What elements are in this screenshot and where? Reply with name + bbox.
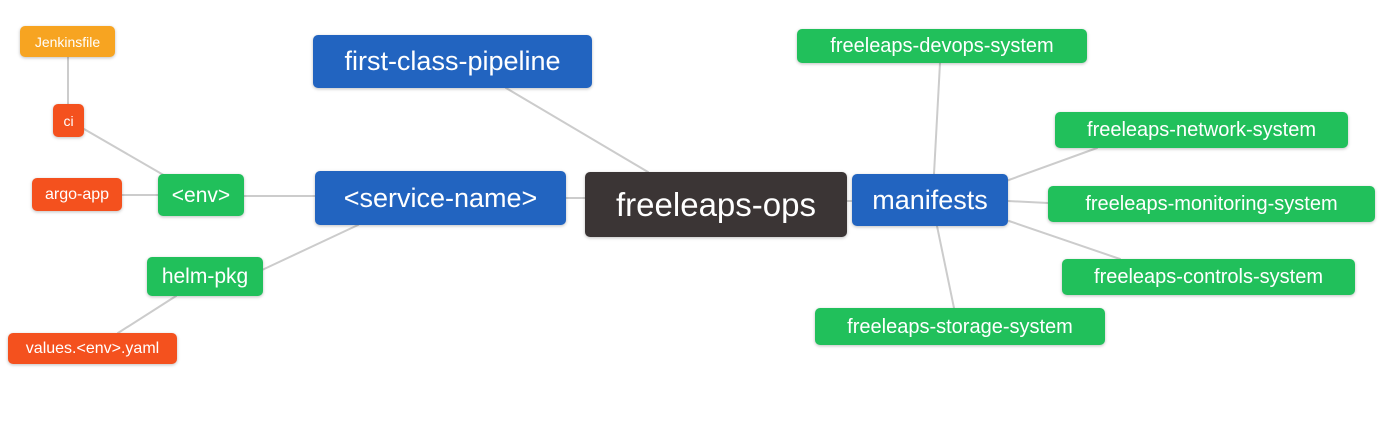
node-jenkinsfile[interactable]: Jenkinsfile [20, 26, 115, 57]
edge-manifests-to-freeleaps-network-system [1005, 147, 1098, 182]
node-service-name[interactable]: <service-name> [315, 171, 566, 225]
node-values-env-yaml[interactable]: values.<env>.yaml [8, 333, 177, 364]
node-freeleaps-network-system[interactable]: freeleaps-network-system [1055, 112, 1348, 148]
node-freeleaps-monitoring-system[interactable]: freeleaps-monitoring-system [1048, 186, 1375, 222]
edge-service-name-to-helm-pkg [261, 224, 359, 271]
edge-first-class-pipeline-to-freeleaps-ops [505, 87, 649, 173]
edge-ci-to-env [83, 128, 168, 178]
node-helm-pkg[interactable]: helm-pkg [147, 257, 263, 296]
node-first-class-pipeline[interactable]: first-class-pipeline [313, 35, 592, 88]
node-argo-app[interactable]: argo-app [32, 178, 122, 211]
node-freeleaps-devops-system[interactable]: freeleaps-devops-system [797, 29, 1087, 63]
edge-helm-pkg-to-values-env-yaml [117, 295, 177, 334]
edge-manifests-to-freeleaps-storage-system [936, 225, 955, 309]
edge-manifests-to-freeleaps-monitoring-system [1007, 200, 1049, 204]
node-manifests[interactable]: manifests [852, 174, 1008, 226]
edge-manifests-to-freeleaps-devops-system [933, 62, 941, 175]
node-freeleaps-storage-system[interactable]: freeleaps-storage-system [815, 308, 1105, 345]
node-freeleaps-ops[interactable]: freeleaps-ops [585, 172, 847, 237]
edge-manifests-to-freeleaps-controls-system [1008, 220, 1121, 260]
node-freeleaps-controls-system[interactable]: freeleaps-controls-system [1062, 259, 1355, 295]
node-env[interactable]: <env> [158, 174, 244, 216]
node-ci[interactable]: ci [53, 104, 84, 137]
